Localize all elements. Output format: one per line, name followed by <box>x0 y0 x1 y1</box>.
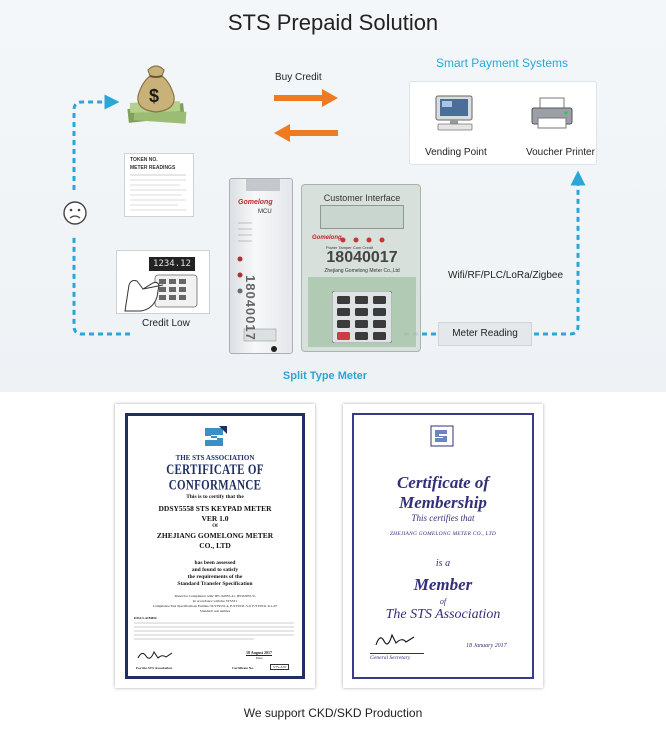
sts-logo-icon <box>205 426 227 446</box>
flow-line-left-up <box>72 94 120 190</box>
arrow-right-icon <box>274 89 338 107</box>
membership-company: ZHEJIANG GOMELONG METER CO., LTD <box>389 531 497 537</box>
receipt-token-label: TOKEN NO. <box>130 157 158 163</box>
indicator-labels: Power Tamper Com Credit <box>326 245 374 250</box>
token-receipt: TOKEN NO. METER READINGS <box>124 153 194 217</box>
conformance-title: CERTIFICATE OF CONFORMANCE <box>166 462 264 494</box>
conformance-certify: This is to certify that the <box>186 494 244 500</box>
conformance-border: THE STS ASSOCIATION CERTIFICATE OF CONFO… <box>125 413 305 679</box>
arrow-left-icon <box>274 124 338 142</box>
membership-signature <box>375 633 415 646</box>
membership-member: Member <box>413 575 473 594</box>
printer-icon <box>531 97 573 129</box>
indicator-leds <box>340 237 385 243</box>
conformance-product-1: DDSY5558 STS KEYPAD METER <box>158 504 272 513</box>
conformance-product-2: VER 1.0 <box>201 514 229 523</box>
conformance-assessed-4: Standard Transfer Specification <box>177 581 253 587</box>
mcu-meter-body <box>237 179 280 352</box>
hand-on-keypad-icon <box>124 274 198 312</box>
conformance-signature <box>137 650 173 659</box>
sad-face-icon <box>63 201 87 225</box>
conformance-cert-number: STS-A70 <box>270 664 290 670</box>
comm-protocols-label: Wifi/RF/PLC/LoRa/Zigbee <box>448 270 564 281</box>
mcu-label: MCU <box>258 209 272 215</box>
membership-of: of <box>439 597 447 606</box>
conformance-disclaimer: DISCLAIMER <box>134 616 157 620</box>
conformance-tested-2: In accordance with the STS531 <box>193 599 237 603</box>
keypad <box>332 291 392 343</box>
membership-border: Certificate of Membership This certifies… <box>352 413 534 679</box>
conformance-disclaimer-text <box>134 622 294 640</box>
mcu-meter-unit: Gomelong MCU 18040017 <box>229 178 293 354</box>
smart-payment-panel: Vending Point Voucher Printer <box>409 81 597 165</box>
split-type-meter-label: Split Type Meter <box>282 370 368 382</box>
flow-line-right-b <box>534 170 586 336</box>
conformance-assessed-1: has been assessed <box>194 560 236 566</box>
footer-text: We support CKD/SKD Production <box>243 706 423 720</box>
customer-interface-label: Customer Interface <box>323 193 401 203</box>
membership-date: 18 January 2017 <box>466 643 507 649</box>
conformance-company-1: ZHEJIANG GOMELONG METER <box>156 531 274 540</box>
conformance-assessed-2: and found to satisfy <box>191 567 239 573</box>
ci-meter-number: 18040017 <box>326 249 398 266</box>
voucher-printer-label: Voucher Printer <box>526 147 595 158</box>
lcd-display <box>320 205 404 229</box>
keypad-display: 1234.12 <box>149 257 195 271</box>
page-title: STS Prepaid Solution <box>227 10 439 35</box>
conformance-company-2: CO., LTD <box>199 541 231 550</box>
membership-certifies: This certifies that <box>411 513 475 523</box>
membership-signature-line <box>370 653 424 654</box>
ci-brand: Gomelong <box>312 235 342 241</box>
smart-payment-heading: Smart Payment Systems <box>435 56 569 70</box>
buy-credit-label: Buy Credit <box>275 72 322 83</box>
conformance-date: 18 August 2017 <box>246 650 273 655</box>
membership-is-a: is a <box>435 558 451 569</box>
flow-line-left <box>72 236 130 336</box>
conformance-assessed-3: the requirements of the <box>187 574 243 580</box>
keypad-illustration: 1234.12 <box>116 250 210 314</box>
meter-reading-label: Meter Reading <box>438 322 532 346</box>
conformance-cert-number-label: Certificate No. <box>232 666 254 670</box>
conformance-for-association: For the STS Association <box>136 666 172 670</box>
certificate-of-membership: Certificate of Membership This certifies… <box>343 404 543 688</box>
certificate-of-conformance: THE STS ASSOCIATION CERTIFICATE OF CONFO… <box>115 404 315 688</box>
receipt-header: METER READINGS <box>130 165 176 171</box>
conformance-date-label: Date <box>256 656 263 660</box>
ci-maker: Zhejiang Gomelong Meter Co.,Ltd <box>324 268 400 274</box>
membership-association: The STS Association <box>385 607 501 622</box>
svg-text:$: $ <box>149 86 159 106</box>
mcu-number: 18040017 <box>243 275 258 341</box>
conformance-tested-1: Tested for Compliance with: IEC 62055-41… <box>174 594 256 598</box>
vending-point-label: Vending Point <box>425 147 487 158</box>
membership-title: Certificate of Membership <box>396 473 490 512</box>
conformance-tested-3: Compliance Test Specifications Entities:… <box>152 604 278 608</box>
membership-signatory: General Secretary <box>370 655 411 661</box>
mcu-brand: Gomelong <box>238 199 273 206</box>
computer-icon <box>435 95 473 131</box>
conformance-of: Of <box>212 524 218 529</box>
receipt-lines <box>130 174 186 211</box>
conformance-association: THE STS ASSOCIATION <box>175 454 255 462</box>
membership-logo-icon <box>430 425 454 447</box>
money-bag-icon: $ <box>127 65 187 124</box>
credit-low-label: Credit Low <box>142 318 190 329</box>
customer-interface-unit: Customer Interface Gomelong Power Tamper… <box>301 184 421 352</box>
conformance-tested-4: Standard: test entities <box>199 609 231 613</box>
